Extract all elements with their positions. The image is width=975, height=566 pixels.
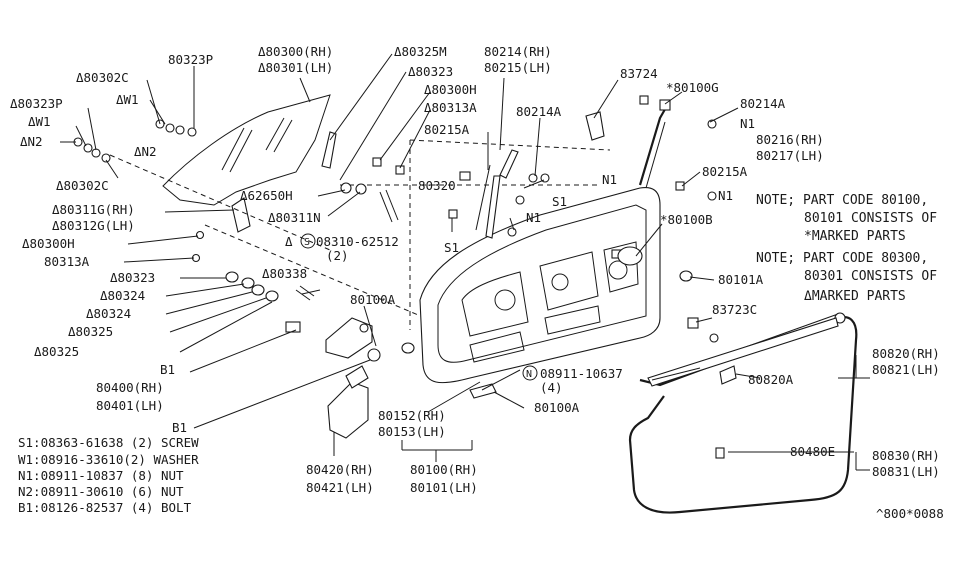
callout-N2-left: ΔN2 (20, 134, 43, 149)
callout-80323P-left: Δ80323P (10, 96, 63, 111)
callout-80820-rh: 80820(RH) (872, 346, 940, 361)
drawing (60, 53, 870, 514)
callout-80300H-top: Δ80300H (424, 82, 477, 97)
callout-80215A-mid: 80215A (424, 122, 470, 137)
callout-80421-lh: 80421(LH) (306, 480, 374, 495)
callout-80302C-bottom: Δ80302C (56, 178, 109, 193)
callout-80313A-top: Δ80313A (424, 100, 477, 115)
part-callouts: 80323P Δ80300(RH) Δ80301(LH) Δ80325M Δ80… (10, 44, 944, 521)
callout-80214A-mid: 80214A (516, 104, 562, 119)
callout-80401-lh: 80401(LH) (96, 398, 164, 413)
callout-N1-right-mid: N1 (718, 188, 733, 203)
belt-molding (647, 317, 839, 387)
callout-80300-rh: Δ80300(RH) (258, 44, 333, 59)
note-line-5: 80301 CONSISTS OF (804, 269, 937, 284)
callout-80420-rh: 80420(RH) (306, 462, 374, 477)
callout-S1-left: S1 (444, 240, 459, 255)
notes-block: NOTE; PART CODE 80100, 80101 CONSISTS OF… (756, 193, 937, 304)
legend-line-N1: N1:08911-10837 (8) NUT (18, 468, 184, 483)
callout-80302C-top: Δ80302C (76, 70, 129, 85)
window-regulator (485, 175, 501, 239)
diagram-reference-code: ^800*0088 (876, 506, 944, 521)
callout-80101-lh: 80101(LH) (410, 480, 478, 495)
callout-80324-a: Δ80324 (100, 288, 145, 303)
weatherstrip (628, 316, 858, 514)
door-inner-frame (437, 204, 647, 363)
legend-line-S1: S1:08363-61638 (2) SCREW (18, 435, 199, 450)
lower-hinge (327, 381, 369, 439)
callout-62650H: Δ62650H (240, 188, 293, 203)
callout-80480E: 80480E (790, 444, 835, 459)
fastener-legend: S1:08363-61638 (2) SCREW W1:08916-33610(… (18, 435, 199, 515)
callout-N1-lower: N1 (526, 210, 541, 225)
callout-80216-rh: 80216(RH) (756, 132, 824, 147)
callout-80312G-lh: Δ80312G(LH) (52, 218, 135, 233)
callout-80338: Δ80338 (262, 266, 307, 281)
callout-S1-center: S1 (552, 194, 567, 209)
callout-80323-left: Δ80323 (110, 270, 155, 285)
sash-channel (638, 103, 669, 186)
circled-markers: S N (300, 233, 538, 381)
callout-W1-top: ΔW1 (116, 92, 139, 107)
callout-80101A: 80101A (718, 272, 764, 287)
callout-N1-right-top: N1 (740, 116, 755, 131)
door-glass (162, 94, 331, 206)
callout-screw-delta: Δ (285, 234, 293, 249)
callout-08310-62512: 08310-62512 (316, 234, 399, 249)
callout-80320: 80320 (418, 178, 456, 193)
glass-bracket (231, 197, 251, 233)
note-line-3: *MARKED PARTS (804, 229, 906, 244)
legend-line-B1: B1:08126-82537 (4) BOLT (18, 500, 192, 515)
note-line-4: NOTE; PART CODE 80300, (756, 251, 928, 266)
callout-80325-a: Δ80325 (68, 324, 113, 339)
callout-N1-center: N1 (602, 172, 617, 187)
legend-line-N2: N2:08911-30610 (6) NUT (18, 484, 184, 499)
callout-83723C: 83723C (712, 302, 757, 317)
callout-80313A-left: 80313A (44, 254, 90, 269)
callout-80311N: Δ80311N (268, 210, 321, 225)
callout-80301-lh: Δ80301(LH) (258, 60, 333, 75)
callout-80214-rh: 80214(RH) (484, 44, 552, 59)
callout-80217-lh: 80217(LH) (756, 148, 824, 163)
callout-80323P: 80323P (168, 52, 213, 67)
callout-80323-top: Δ80323 (408, 64, 453, 79)
regulator-arm-upper (321, 131, 337, 169)
note-line-2: 80101 CONSISTS OF (804, 211, 937, 226)
callout-W1-left: ΔW1 (28, 114, 51, 129)
callout-80830-rh: 80830(RH) (872, 448, 940, 463)
legend-line-W1: W1:08916-33610(2) WASHER (18, 452, 199, 467)
callout-80325M: Δ80325M (394, 44, 447, 59)
callout-N2-mid: ΔN2 (134, 144, 157, 159)
callout-80215-lh: 80215(LH) (484, 60, 552, 75)
callout-80820A: 80820A (748, 372, 794, 387)
callout-80100A-upper: 80100A (350, 292, 396, 307)
callout-80214A-right: 80214A (740, 96, 786, 111)
callout-08911-qty: (4) (540, 380, 563, 395)
circled-S-marker: S (304, 237, 310, 248)
note-line-6: ΔMARKED PARTS (804, 289, 906, 304)
callout-80152-rh: 80152(RH) (378, 408, 446, 423)
callout-80300H-left: Δ80300H (22, 236, 75, 251)
callout-83724: 83724 (620, 66, 658, 81)
callout-08911-10637: 08911-10637 (540, 366, 623, 381)
callout-80153-lh: 80153(LH) (378, 424, 446, 439)
callout-B1-lower: B1 (172, 420, 187, 435)
callout-80215A-right: 80215A (702, 164, 748, 179)
callout-80325-b: Δ80325 (34, 344, 79, 359)
callout-80100G: *80100G (666, 80, 719, 95)
leader-lines (60, 53, 870, 471)
callout-B1-upper: B1 (160, 362, 175, 377)
circled-N-marker: N (526, 369, 532, 380)
callout-80324-b: Δ80324 (86, 306, 131, 321)
callout-80821-lh: 80821(LH) (872, 362, 940, 377)
callout-80311G-rh: Δ80311G(RH) (52, 202, 135, 217)
callout-80400-rh: 80400(RH) (96, 380, 164, 395)
callout-08310-qty: (2) (326, 248, 349, 263)
callout-80100-rh: 80100(RH) (410, 462, 478, 477)
callout-80831-lh: 80831(LH) (872, 464, 940, 479)
note-line-1: NOTE; PART CODE 80100, (756, 193, 928, 208)
callout-80100A-lower: 80100A (534, 400, 580, 415)
callout-80100B: *80100B (660, 212, 713, 227)
